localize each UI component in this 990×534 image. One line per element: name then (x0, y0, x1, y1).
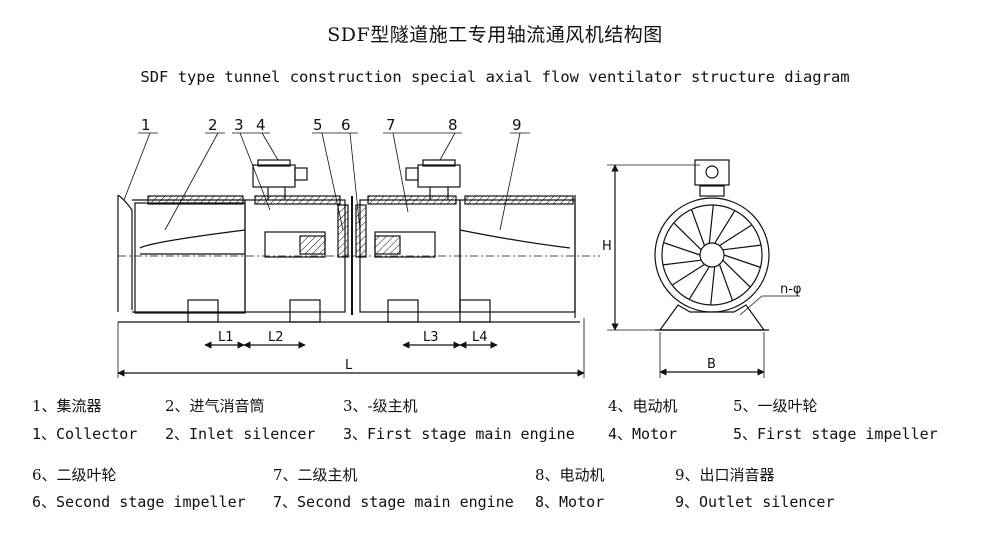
callout-3: 3 (234, 116, 244, 134)
legend-5-en: 5、First stage impeller (733, 425, 938, 443)
end-view (607, 159, 800, 378)
callout-5: 5 (313, 116, 323, 134)
legend-3-cn: 3、-级主机 (343, 397, 418, 415)
callout-1: 1 (141, 116, 151, 134)
impeller-spoke (690, 209, 706, 246)
dim-B: B (707, 357, 716, 372)
legend-row-1-en: 1、Collector 2、Inlet silencer 3、First sta… (0, 423, 990, 443)
callout-4: 4 (256, 116, 266, 134)
legend-6-cn: 6、二级叶轮 (32, 466, 117, 484)
legend-row-2-cn: 6、二级叶轮 7、二级主机 8、电动机 9、出口消音器 (0, 464, 990, 484)
end-view-motor-box (694, 159, 730, 186)
inlet-silencer-body (134, 202, 246, 314)
diagram-title-english: SDF type tunnel construction special axi… (140, 68, 850, 86)
impeller-spoke (671, 263, 705, 286)
impeller-spoke (722, 259, 751, 288)
first-stage-impeller-blade (337, 204, 349, 258)
legend-4-en: 4、Motor (608, 425, 678, 443)
legend-8-en: 8、Motor (535, 493, 605, 511)
callout-8: 8 (448, 116, 458, 134)
legend-5-cn: 5、一级叶轮 (733, 397, 818, 415)
callout-7: 7 (386, 116, 396, 134)
legend-6-en: 6、Second stage impeller (32, 493, 246, 511)
impeller-spoke (722, 244, 762, 251)
legend-row-1-cn: 1、集流器 2、进气消音筒 3、-级主机 4、电动机 5、一级叶轮 (0, 395, 990, 415)
legend-7-en: 7、Second stage main engine (273, 493, 514, 511)
impeller-spoke (718, 264, 734, 301)
dim-L: L (345, 358, 353, 373)
impeller-spoke (688, 266, 710, 300)
callout-6: 6 (341, 116, 351, 134)
legend-7-cn: 7、二级主机 (273, 466, 358, 484)
dim-L4: L4 (472, 330, 488, 345)
motor-2-box (417, 164, 461, 188)
second-stage-impeller-blade (355, 204, 367, 258)
legend-9-en: 9、Outlet silencer (675, 493, 835, 511)
diagram-title-chinese: SDF型隧道施工专用轴流通风机结构图 (327, 24, 663, 46)
dim-L3: L3 (423, 330, 439, 345)
impeller-spoke (708, 204, 714, 244)
impeller-spoke (673, 222, 702, 251)
legend-9-cn: 9、出口消音器 (675, 466, 775, 484)
callout-2: 2 (208, 116, 218, 134)
dim-n-phi: n-φ (780, 282, 802, 297)
legend-2-cn: 2、进气消音筒 (165, 397, 265, 415)
callout-9: 9 (512, 116, 522, 134)
impeller-spoke (714, 210, 736, 244)
dim-L2: L2 (268, 330, 284, 345)
legend-1-cn: 1、集流器 (32, 397, 102, 415)
dim-H: H (602, 239, 612, 254)
impeller-spoke (719, 224, 753, 247)
fan-structure-drawing: 1 2 3 4 5 6 7 8 9 L1 L2 L3 L4 L H B n-φ (117, 116, 802, 378)
dim-L1: L1 (218, 330, 234, 345)
legend-8-cn: 8、电动机 (535, 466, 605, 484)
impeller-spoke (710, 266, 716, 306)
legend-2-en: 2、Inlet silencer (165, 425, 316, 443)
impeller-spoke (662, 259, 702, 266)
legend-4-cn: 4、电动机 (608, 397, 678, 415)
callout-numbers: 1 2 3 4 5 6 7 8 9 (141, 116, 522, 134)
legend-row-2-en: 6、Second stage impeller 7、Second stage m… (0, 491, 990, 511)
impeller-spoke (663, 242, 701, 256)
side-view (117, 132, 600, 378)
legend-3-en: 3、First stage main engine (343, 425, 575, 443)
collector-shape (117, 194, 133, 312)
impeller-spoke (723, 254, 761, 268)
impeller-spokes (662, 204, 762, 306)
dimension-labels: L1 L2 L3 L4 L H B n-φ (218, 239, 802, 373)
motor-1-box (252, 164, 296, 188)
legend-1-en: 1、Collector (32, 425, 138, 443)
